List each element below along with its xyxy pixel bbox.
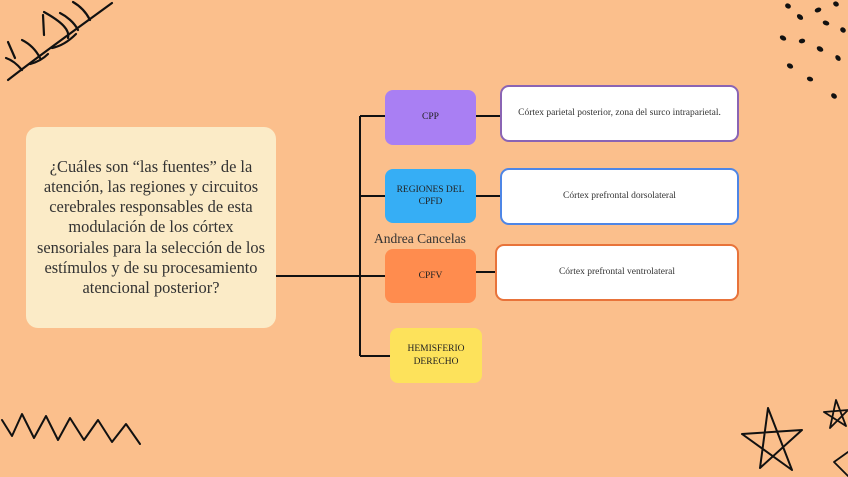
small-star-doodle bbox=[824, 400, 848, 476]
branch-doodle bbox=[6, 2, 112, 80]
description-cpp: Córtex parietal posterior, zona del surc… bbox=[500, 85, 739, 142]
node-cpp: CPP bbox=[385, 90, 476, 145]
description-cpfv-text: Córtex prefrontal ventrolateral bbox=[559, 266, 675, 280]
author-name: Andrea Cancelas bbox=[374, 231, 474, 247]
description-cpfv: Córtex prefrontal ventrolateral bbox=[495, 244, 739, 301]
node-cpp-label: CPP bbox=[422, 111, 439, 123]
star-doodle bbox=[742, 408, 802, 470]
node-hemisferio-label: HEMISFERIO DERECHO bbox=[394, 343, 478, 368]
node-hemisferio: HEMISFERIO DERECHO bbox=[390, 328, 482, 383]
description-cpfd: Córtex prefrontal dorsolateral bbox=[500, 168, 739, 225]
node-cpfv-label: CPFV bbox=[419, 270, 443, 282]
question-text: ¿Cuáles son “las fuentes” de la atención… bbox=[36, 157, 266, 297]
description-cpp-text: Córtex parietal posterior, zona del surc… bbox=[518, 107, 721, 121]
question-box: ¿Cuáles son “las fuentes” de la atención… bbox=[26, 127, 276, 328]
node-cpfd: REGIONES DEL CPFD bbox=[385, 169, 476, 223]
dots-doodle bbox=[779, 0, 847, 99]
node-cpfv: CPFV bbox=[385, 249, 476, 303]
description-cpfd-text: Córtex prefrontal dorsolateral bbox=[563, 190, 676, 204]
node-cpfd-label: REGIONES DEL CPFD bbox=[389, 184, 472, 209]
zigzag-doodle bbox=[2, 414, 140, 444]
